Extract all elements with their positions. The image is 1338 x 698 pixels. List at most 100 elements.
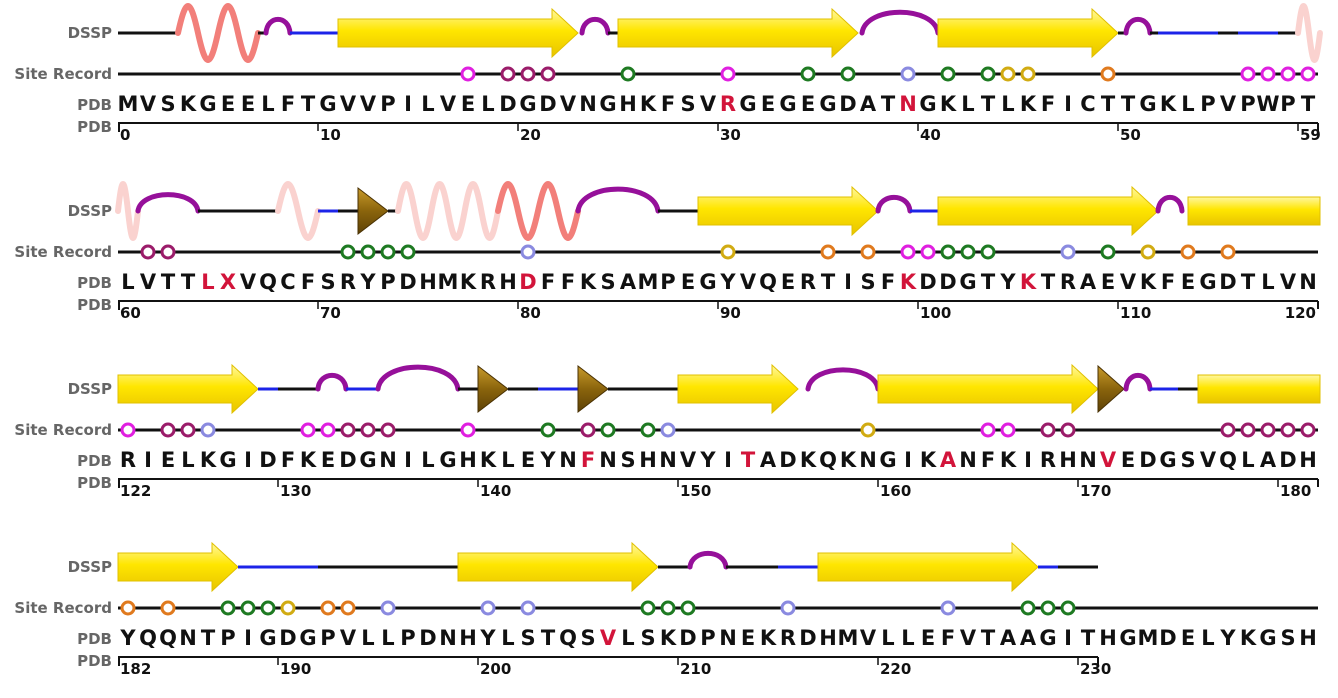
sequence-residue: N: [599, 448, 617, 472]
sequence-residue: I: [1024, 448, 1032, 472]
sequence-residue: L: [1001, 92, 1014, 116]
sequence-residue: I: [724, 448, 732, 472]
site-record-marker: [640, 600, 656, 616]
sequence-residue: G: [359, 448, 376, 472]
pdb-ruler-tick-label: 130: [280, 482, 311, 500]
dssp-turn: [135, 192, 201, 214]
sequence-residue: V: [860, 626, 877, 650]
dssp-bridge: [357, 186, 389, 236]
sequence-residue: E: [161, 448, 175, 472]
dssp-turn: [375, 364, 461, 392]
pdb-sequence-track-label: PDB: [77, 630, 112, 648]
sequence-residue: P: [1240, 92, 1255, 116]
dssp-turn: [1155, 194, 1185, 214]
site-record-marker: [1020, 66, 1036, 82]
site-record-marker: [840, 66, 856, 82]
sequence-residue: S: [320, 270, 335, 294]
sequence-residue: K: [940, 92, 957, 116]
sequence-residue: F: [581, 448, 595, 472]
sequence-residue: K: [460, 270, 477, 294]
site-record-marker: [120, 422, 136, 438]
dssp-bridge: [577, 364, 609, 414]
pdb-ruler-tick-label: 30: [720, 126, 741, 144]
sequence-residue: R: [1040, 448, 1056, 472]
site-record-marker: [340, 422, 356, 438]
sequence-residue: K: [1020, 92, 1037, 116]
sequence-residue: V: [1220, 92, 1237, 116]
sequence-residue: E: [921, 626, 935, 650]
sequence-residue: D: [259, 448, 276, 472]
sequence-residue: N: [379, 448, 397, 472]
sequence-residue: G: [519, 92, 536, 116]
sequence-residue: N: [579, 92, 597, 116]
site-record-marker: [220, 600, 236, 616]
site-record-marker: [380, 600, 396, 616]
site-record-marker: [180, 422, 196, 438]
site-record-track-label: Site Record: [14, 421, 112, 439]
sequence-residue: F: [981, 448, 995, 472]
sequence-residue: V: [1120, 270, 1137, 294]
sequence-residue: V: [240, 270, 257, 294]
dssp-track-label: DSSP: [68, 558, 112, 576]
sequence-residue: C: [280, 270, 295, 294]
sequence-residue: H: [619, 92, 637, 116]
sequence-residue: H: [639, 448, 657, 472]
site-record-marker: [320, 600, 336, 616]
sequence-residue: E: [1181, 270, 1195, 294]
sequence-residue: M: [1138, 626, 1159, 650]
site-record-marker: [260, 600, 276, 616]
sequence-residue: H: [1059, 448, 1077, 472]
sequence-residue: F: [941, 626, 955, 650]
sequence-residue: E: [781, 270, 795, 294]
sequence-residue: K: [1240, 626, 1257, 650]
sequence-residue: T: [821, 270, 836, 294]
pdb-ruler-tick-label: 40: [920, 126, 941, 144]
sequence-residue: W: [1256, 92, 1279, 116]
sequence-residue: G: [779, 92, 796, 116]
sequence-residue: K: [200, 448, 217, 472]
sequence-residue: G: [879, 448, 896, 472]
site-record-marker: [940, 244, 956, 260]
site-record-marker: [1260, 422, 1276, 438]
sequence-residue: D: [419, 626, 436, 650]
sequence-residue: L: [261, 92, 274, 116]
sequence-residue: L: [1261, 270, 1274, 294]
site-record-marker: [320, 422, 336, 438]
site-record-track-label: Site Record: [14, 599, 112, 617]
sequence-residue: V: [1200, 448, 1217, 472]
sequence-residue: V: [960, 626, 977, 650]
sequence-residue: G: [219, 448, 236, 472]
site-record-marker: [520, 66, 536, 82]
dssp-turn: [805, 367, 881, 392]
sequence-residue: S: [580, 626, 595, 650]
sequence-residue: Y: [719, 270, 736, 294]
sequence-residue: K: [640, 92, 657, 116]
site-record-marker: [1260, 66, 1276, 82]
sequence-residue: K: [920, 448, 937, 472]
sequence-residue: I: [904, 448, 912, 472]
site-record-marker: [920, 244, 936, 260]
sequence-residue: L: [481, 92, 494, 116]
pdb-ruler-tick-label: 190: [280, 660, 311, 678]
site-record-marker: [1220, 422, 1236, 438]
sequence-residue: T: [1121, 92, 1136, 116]
site-record-marker: [1100, 244, 1116, 260]
sequence-residue: I: [844, 270, 852, 294]
sequence-residue: K: [1020, 270, 1037, 294]
sequence-residue: A: [760, 448, 777, 472]
site-record-marker: [1060, 600, 1076, 616]
sequence-residue: M: [438, 270, 459, 294]
dssp-strand-bar: [1197, 374, 1321, 404]
pdb-ruler-tick-label: 0: [120, 126, 130, 144]
site-record-marker: [1280, 66, 1296, 82]
dssp-strand-arrow: [697, 185, 879, 237]
site-record-marker: [980, 66, 996, 82]
site-record-marker: [900, 244, 916, 260]
pdb-ruler-tick-label: 10: [320, 126, 341, 144]
site-record-marker: [340, 600, 356, 616]
site-record-marker: [620, 66, 636, 82]
sequence-residue: D: [1159, 626, 1176, 650]
site-record-marker: [980, 422, 996, 438]
sequence-residue: E: [761, 92, 775, 116]
sequence-residue: L: [361, 626, 374, 650]
